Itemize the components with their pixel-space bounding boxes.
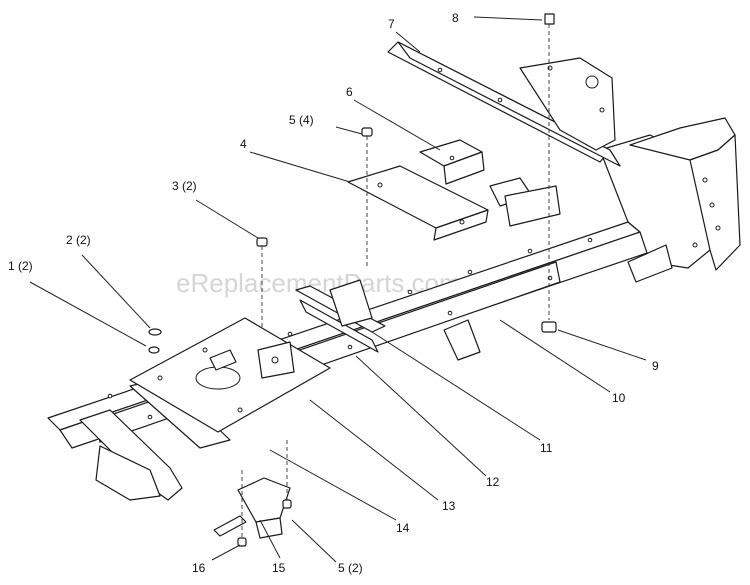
- callout-7: 7: [388, 17, 395, 31]
- fasteners: [148, 13, 557, 547]
- callout-15: 15: [272, 561, 286, 575]
- leader-lines: [29, 16, 647, 563]
- callout-5-lower: 5 (2): [338, 561, 363, 575]
- callout-2: 2 (2): [66, 233, 91, 247]
- cross-member: [257, 279, 386, 379]
- callout-14: 14: [396, 521, 410, 535]
- part-7-upper-channel: [387, 41, 621, 167]
- callout-5-upper: 5 (4): [289, 113, 314, 127]
- part-6-bracket: [419, 139, 485, 185]
- lower-bracket-assembly: [213, 319, 481, 539]
- callout-9: 9: [652, 359, 659, 373]
- callout-12: 12: [486, 475, 500, 489]
- callout-11: 11: [540, 441, 553, 455]
- part-4-mount-plate: [347, 165, 561, 241]
- callout-10: 10: [612, 391, 626, 405]
- callout-3: 3 (2): [172, 179, 197, 193]
- callout-1: 1 (2): [8, 259, 33, 273]
- callout-13: 13: [442, 499, 456, 513]
- callout-8: 8: [452, 11, 459, 25]
- callout-labels: 1 (2) 2 (2) 3 (2) 4 5 (4) 6 7 8 9 10 11 …: [8, 11, 659, 575]
- callout-6: 6: [346, 85, 353, 99]
- callout-4: 4: [240, 137, 247, 151]
- callout-16: 16: [192, 561, 206, 575]
